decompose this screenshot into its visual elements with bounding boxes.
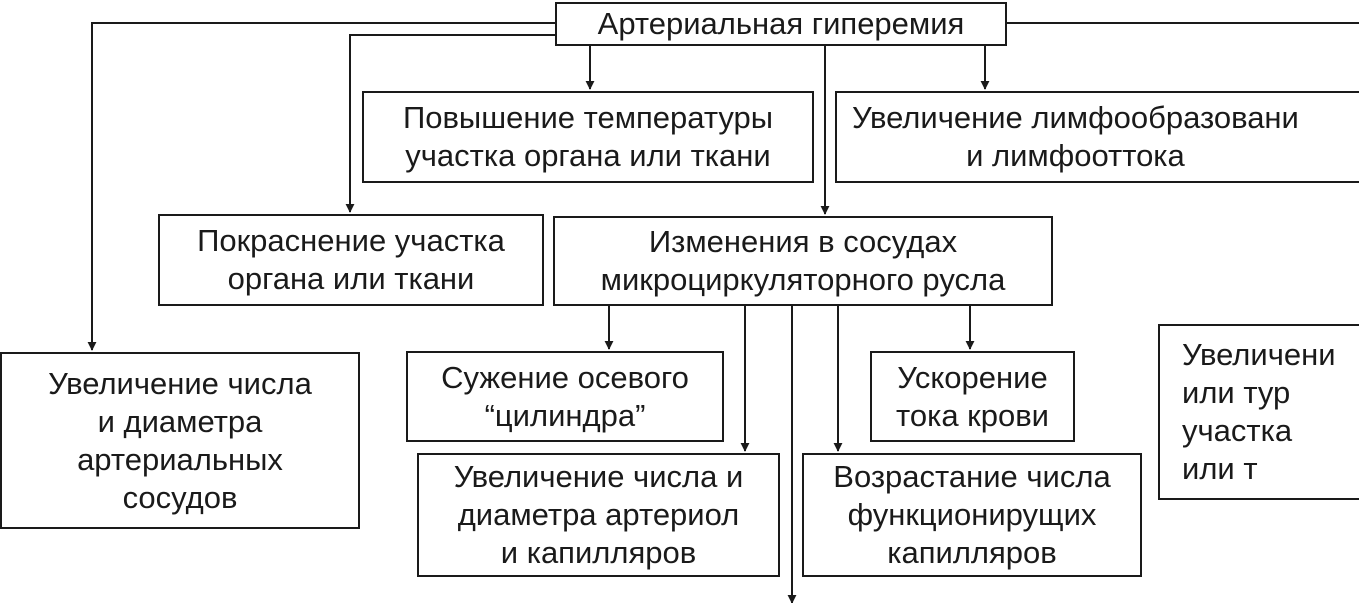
- root-label: Артериальная гиперемия: [597, 6, 965, 41]
- functioning-capillaries-label: Возрастание числа функционирущих капилля…: [833, 459, 1111, 570]
- acceleration-box: Ускорение тока крови: [870, 351, 1075, 442]
- functioning-capillaries-box: Возрастание числа функционирущих капилля…: [802, 453, 1142, 577]
- temperature-box: Повышение температуры участка органа или…: [362, 91, 814, 183]
- narrowing-box: Сужение осевого “цилиндра”: [406, 351, 724, 442]
- redness-box: Покраснение участка органа или ткани: [158, 214, 544, 306]
- right-cut-box: Увеличени или тур участка или т: [1158, 324, 1359, 500]
- arterioles-label: Увеличение числа и диаметра артериол и к…: [453, 459, 744, 570]
- connector-root-to-arterial-vessels: [87, 22, 555, 351]
- microvessels-box: Изменения в сосудах микроциркуляторного …: [553, 216, 1053, 306]
- arterioles-box: Увеличение числа и диаметра артериол и к…: [417, 453, 780, 577]
- right-cut-label: Увеличени или тур участка или т: [1182, 337, 1336, 486]
- acceleration-label: Ускорение тока крови: [895, 359, 1050, 433]
- lymph-label: Увеличение лимфообразовани и лимфооттока: [852, 100, 1299, 173]
- microvessels-label: Изменения в сосудах микроциркуляторного …: [600, 224, 1006, 297]
- lymph-box: Увеличение лимфообразовани и лимфооттока: [835, 91, 1359, 183]
- arterial-vessels-label: Увеличение числа и диаметра артериальных…: [48, 365, 312, 515]
- connector-root-to-redness: [345, 34, 555, 213]
- root-box: Артериальная гиперемия: [555, 2, 1007, 46]
- temperature-label: Повышение температуры участка органа или…: [402, 100, 774, 173]
- narrowing-label: Сужение осевого “цилиндра”: [441, 359, 689, 433]
- redness-label: Покраснение участка органа или ткани: [197, 223, 505, 296]
- arterial-vessels-box: Увеличение числа и диаметра артериальных…: [0, 352, 360, 529]
